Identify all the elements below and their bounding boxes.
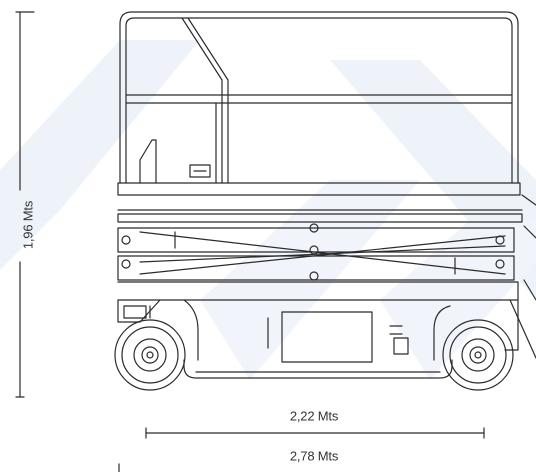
width-inner-dimension-line — [145, 427, 485, 439]
platform-deck — [117, 182, 536, 223]
rear-wheel — [114, 319, 186, 391]
front-wheel — [442, 319, 514, 391]
overall-length-dimension-label: 2,78 Mts — [289, 448, 339, 464]
height-dimension-label: 1,96 Mts — [20, 200, 36, 250]
wheelbase-dimension-label: 2,22 Mts — [289, 408, 339, 424]
chassis — [117, 281, 536, 379]
scissor-mechanism — [117, 223, 536, 301]
guard-rail — [119, 11, 519, 184]
height-dimension-line — [15, 11, 35, 398]
